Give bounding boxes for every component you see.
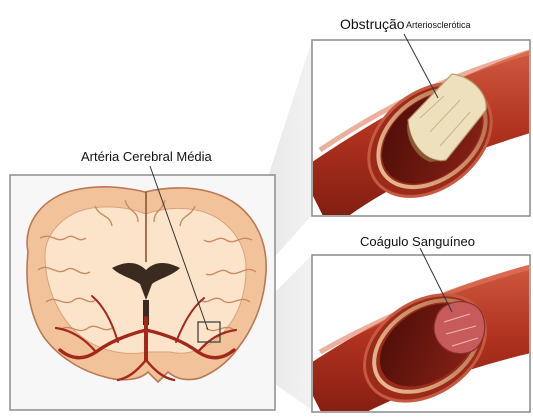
label-obstruction: Obstrução [340,16,405,32]
clot-panel [300,248,533,419]
label-obstruction-type: Arteriosclerótica [406,20,471,30]
label-middle-cerebral-artery: Artéria Cerebral Média [81,149,212,164]
obstruction-panel [300,40,533,230]
brain-panel [10,166,275,410]
label-blood-clot: Coágulo Sanguíneo [360,234,475,249]
blood-clot [434,302,485,354]
